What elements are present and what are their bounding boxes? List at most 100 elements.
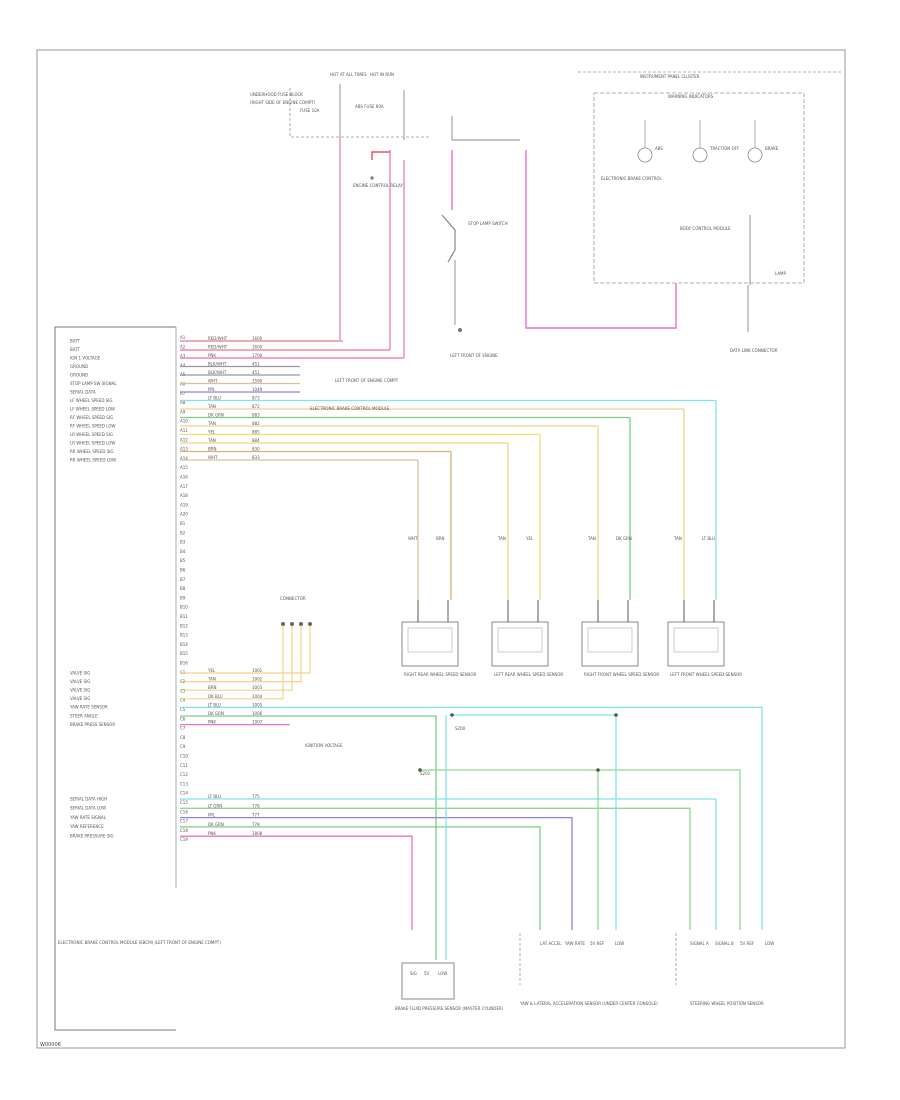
pin-number: C13 <box>180 781 188 786</box>
wire-color-label: DK GRN <box>208 413 224 418</box>
wire-color-label: BLK/WHT <box>208 370 227 375</box>
ebcm-pin-label: BATT <box>70 338 81 343</box>
pin-number: C17 <box>180 819 188 824</box>
ebcm-pin-label: GROUND <box>70 372 88 377</box>
wire-circuit-number: 451 <box>252 362 260 367</box>
ground-note: LEFT FRONT OF ENGINE COMPT <box>335 378 399 383</box>
warning-lamp-label: BRAKE <box>765 146 779 151</box>
ebcm-pin-label: GROUND <box>70 364 88 369</box>
splice-dot <box>596 768 600 772</box>
sensor-element <box>407 627 453 653</box>
svg-text:STOP LAMP SWITCH: STOP LAMP SWITCH <box>468 221 508 226</box>
pin-number: A12 <box>180 437 188 442</box>
pin-number: A8 <box>180 400 186 405</box>
svg-text:FUSE 10A: FUSE 10A <box>300 108 320 113</box>
pin-number: A16 <box>180 475 188 480</box>
wire-color-label: WHT <box>208 379 218 384</box>
wheel-speed-sensor <box>581 621 639 667</box>
pin-number: B1 <box>180 521 186 526</box>
pin-number: B13 <box>180 633 188 638</box>
splice-wire <box>420 769 741 930</box>
svg-text:HOT IN RUN: HOT IN RUN <box>370 72 394 77</box>
svg-text:BODY CONTROL MODULE: BODY CONTROL MODULE <box>680 226 731 231</box>
sensor-wire-a: TAN <box>673 536 682 541</box>
ebcm-pin-label: LR WHEEL SPEED LOW <box>70 440 115 445</box>
warning-lamp-icon <box>637 147 653 163</box>
steer-wire <box>180 715 437 960</box>
pin-number: B16 <box>180 661 188 666</box>
svg-text:DATA LINK CONNECTOR: DATA LINK CONNECTOR <box>730 348 778 353</box>
diagram-frame <box>36 49 846 1049</box>
ebcm-pin-label: VALVE SIG <box>70 670 90 675</box>
wire-color-label: BRN <box>208 685 217 690</box>
warning-lamp-icon <box>747 147 763 163</box>
svg-text:ELECTRONIC BRAKE CONTROL: ELECTRONIC BRAKE CONTROL <box>601 176 663 181</box>
wire-circuit-number: 885 <box>252 430 260 435</box>
ebcm-pin-label: LR WHEEL SPEED SIG <box>70 432 113 437</box>
wire-color-label: TAN <box>207 677 216 682</box>
pin-number: B14 <box>180 642 188 647</box>
wire-circuit-number: 776 <box>252 803 260 808</box>
pin-number: B4 <box>180 549 186 554</box>
wire-circuit-number: 1600 <box>252 336 263 341</box>
wire-color-label: PNK <box>208 831 216 836</box>
brake-pin-label: SIG <box>410 971 417 976</box>
ebcm-pin-label: STEER ANGLE <box>70 713 98 718</box>
wire-circuit-number: 1700 <box>252 353 263 358</box>
wire-circuit-number: 873 <box>252 396 260 401</box>
pin-number: B15 <box>180 651 188 656</box>
wire-color-label: TAN <box>207 421 216 426</box>
wire-circuit-number: 1004 <box>252 694 263 699</box>
pin-number: C16 <box>180 809 188 814</box>
pin-number: A11 <box>180 428 188 433</box>
pin-number: B6 <box>180 568 186 573</box>
wire-color-label: DK GRN <box>208 822 224 827</box>
wire-color-label: PNK <box>208 720 216 725</box>
pin-number: A1 <box>180 335 186 340</box>
brake-pressure-sensor: BRAKE FLUID PRESSURE SENSOR (MASTER CYLI… <box>395 962 504 1011</box>
wire-circuit-number: 1049 <box>252 387 263 392</box>
valve-wire <box>180 625 284 700</box>
splice-dot <box>418 768 422 772</box>
wire-color-label: YEL <box>207 668 216 673</box>
wire-circuit-number: 872 <box>252 404 260 409</box>
ebcm-name: ELECTRONIC BRAKE CONTROL MODULE (EBCM) (… <box>58 940 221 945</box>
wire-circuit-number: 830 <box>252 447 260 452</box>
pin-number: C1 <box>180 670 186 675</box>
wire-color-label: PPL <box>208 387 216 392</box>
ebcm-pin-label: LF WHEEL SPEED SIG <box>70 398 113 403</box>
pin-number: A13 <box>180 447 188 452</box>
sensor-wire-b: DK GRN <box>616 536 632 541</box>
ebcm-pin-label: YAW RATE SIGNAL <box>69 815 107 820</box>
brake-pin-label: 5V <box>424 971 430 976</box>
steer-pin-label: 5V REF <box>740 941 755 946</box>
splice-wire <box>450 714 617 930</box>
yaw-sensor: YAW & LATERAL ACCELERATION SENSOR (UNDER… <box>519 933 658 1006</box>
pin-number: A10 <box>180 419 188 424</box>
valve-wire <box>180 625 293 691</box>
wire-circuit-number: 775 <box>252 794 260 799</box>
wheel-speed-sensor <box>491 621 549 667</box>
warning-lamp-label: ABS <box>655 146 663 151</box>
pin-number: C5 <box>180 707 186 712</box>
pin-number: A9 <box>180 409 186 414</box>
wire-color-label: LT BLU <box>208 702 221 707</box>
pin-number: A3 <box>180 354 186 359</box>
wire-circuit-number: 1007 <box>252 720 263 725</box>
wire-circuit-number: 1808 <box>252 831 263 836</box>
ign-note: IGNITION VOLTAGE <box>305 743 343 748</box>
ebcm-pin-label: SERIAL DATA HIGH <box>70 796 107 801</box>
valve-wire <box>180 625 311 674</box>
svg-text:ENGINE CONTROL RELAY: ENGINE CONTROL RELAY <box>353 183 403 188</box>
pin-number: B7 <box>180 577 186 582</box>
pin-number: A7 <box>180 391 186 396</box>
sensor-name: LEFT FRONT WHEEL SPEED SENSOR <box>670 672 742 677</box>
yaw-wire <box>180 706 763 930</box>
wire-color-label: LT BLU <box>208 794 221 799</box>
wire-color-label: TAN <box>207 404 216 409</box>
sensor-name: RIGHT REAR WHEEL SPEED SENSOR <box>404 672 476 677</box>
sensor-element <box>497 627 543 653</box>
yaw-pin-label: LAT ACCEL <box>540 941 562 946</box>
pin-number: A20 <box>180 512 188 517</box>
